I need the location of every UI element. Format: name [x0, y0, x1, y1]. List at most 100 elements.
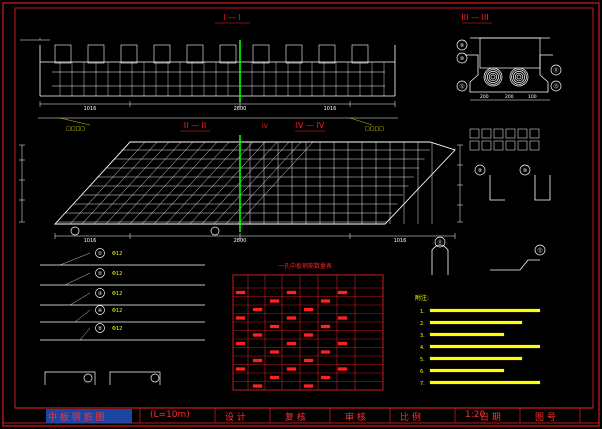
quantity-table-cell-mark — [337, 316, 348, 320]
section-dim-a: 200 — [480, 94, 489, 100]
bar-schedule-size: Φ12 — [112, 291, 122, 297]
view-title-ii-ii: II — II — [184, 121, 207, 130]
quantity-table-cell-mark — [235, 290, 246, 295]
notes-item-number: 2. — [420, 321, 425, 327]
section-callout-circle — [456, 39, 468, 51]
bar-schedule-leader — [64, 272, 91, 286]
elevation-notch — [87, 44, 105, 64]
plan-skew-bar — [165, 141, 242, 225]
notes-item-number: 1. — [420, 309, 425, 315]
notes-item-number: 4. — [420, 345, 425, 351]
notes-item-number: 6. — [420, 369, 425, 375]
rebar-callout-circle — [534, 244, 546, 256]
plan-skew-bar — [153, 141, 230, 225]
quantity-table-cell-mark — [252, 333, 263, 337]
quantity-table-cell-mark — [303, 333, 314, 337]
section-void-ring — [514, 72, 524, 82]
section-outline — [465, 54, 553, 93]
rebar-callout: ⑩ — [523, 168, 528, 174]
bar-schedule-callout — [95, 268, 105, 278]
bar-schedule-size: Φ12 — [112, 308, 122, 314]
rebar-detail-box — [493, 128, 504, 139]
bar-schedule-callout-number: ⑤ — [98, 326, 102, 332]
rebar-detail-box — [529, 140, 540, 151]
leader — [349, 117, 373, 126]
plan-skew-bar — [141, 141, 218, 225]
section-callout-circle — [456, 52, 468, 64]
section-callout: ⑪ — [553, 67, 558, 74]
stirrup-detail-right — [109, 371, 161, 385]
bar-schedule-leader — [74, 309, 91, 323]
rebar-callout-circle — [519, 164, 531, 176]
notes-item-text-placeholder — [429, 356, 523, 361]
quantity-table-cell-mark — [269, 299, 280, 303]
rebar-hook-right — [534, 175, 551, 201]
plan-skew-bar — [93, 141, 170, 225]
plan-skew-bar — [177, 141, 254, 225]
bar-schedule-callout-number: ② — [98, 271, 103, 277]
quantity-table-title: 一孔中板钢筋数量表 — [278, 262, 332, 270]
stirrup-callout — [83, 373, 93, 383]
section-callout: ⑫ — [459, 83, 464, 90]
section-callout-circle — [550, 80, 562, 92]
quantity-table-cell-mark — [320, 350, 331, 354]
elevation-note-right: □□□□ — [365, 126, 384, 132]
section-upper-box — [479, 37, 541, 69]
quantity-table-cell-mark — [252, 384, 263, 388]
section-callout-circle — [456, 80, 468, 92]
plan-callout — [210, 226, 220, 236]
quantity-table-cell-mark — [235, 341, 246, 346]
rebar-callout: ⑨ — [478, 168, 482, 174]
bar-schedule-leader — [69, 292, 91, 306]
title-block-drawing-name[interactable]: 中 板 钢 筋 图 — [48, 413, 105, 423]
quantity-table-cell-mark — [269, 375, 280, 380]
plan-outline — [53, 141, 456, 225]
notes-item-text-placeholder — [429, 320, 523, 325]
rebar-detail-box — [493, 140, 504, 151]
notes-item-text-placeholder — [429, 368, 505, 373]
elevation-dim-left: 1016 — [84, 106, 97, 112]
section-void-ring — [485, 69, 501, 85]
elevation-notch — [186, 44, 204, 64]
quantity-table-cell-mark — [286, 367, 297, 371]
elevation-notch — [285, 44, 303, 64]
quantity-table-cell-mark — [337, 367, 348, 371]
title-block-field-review: 审 核 — [345, 413, 366, 423]
section-void-right — [509, 67, 529, 87]
notes-item-text-placeholder — [429, 344, 541, 349]
quantity-table-cell-mark — [320, 375, 331, 380]
plan-skew-bar — [129, 141, 206, 225]
rebar-detail-box — [469, 140, 480, 151]
bar-schedule-callout — [95, 323, 105, 333]
title-block-field-drawing-no: 图 号 — [535, 413, 556, 423]
rebar-detail-box — [529, 128, 540, 139]
stirrup-detail-left — [44, 371, 96, 385]
section-void-ring — [490, 74, 496, 80]
quantity-table-cell-mark — [320, 299, 331, 303]
section-callout: ⑩ — [460, 56, 465, 62]
bar-schedule-callout-number: ① — [98, 251, 103, 257]
title-block-field-scale-label: 比 例 — [400, 413, 421, 423]
elevation-notch — [219, 44, 237, 64]
rebar-detail-box — [517, 140, 528, 151]
bar-schedule-callout-number: ④ — [98, 308, 103, 314]
rebar-detail-box — [481, 140, 492, 151]
bar-schedule-size: Φ12 — [112, 251, 122, 257]
rebar-detail-box — [505, 128, 516, 139]
section-dim-b: 200 — [505, 94, 514, 100]
quantity-table-cell-mark — [303, 358, 314, 363]
title-block-field-check: 复 核 — [285, 413, 306, 423]
elevation-dim-mid: 2800 — [234, 106, 247, 112]
plan-callout — [70, 226, 80, 236]
elevation-dim-right: 1016 — [324, 106, 337, 112]
quantity-table-cell-mark — [286, 316, 297, 320]
quantity-table-cell-mark — [286, 290, 297, 295]
bar-schedule-callout — [95, 248, 105, 258]
plan-skew-bar — [105, 141, 182, 225]
quantity-table-cell-mark — [320, 324, 331, 329]
quantity-table-cell-mark — [286, 341, 297, 346]
elevation-notch — [153, 44, 171, 64]
rebar-detail-box — [481, 128, 492, 139]
